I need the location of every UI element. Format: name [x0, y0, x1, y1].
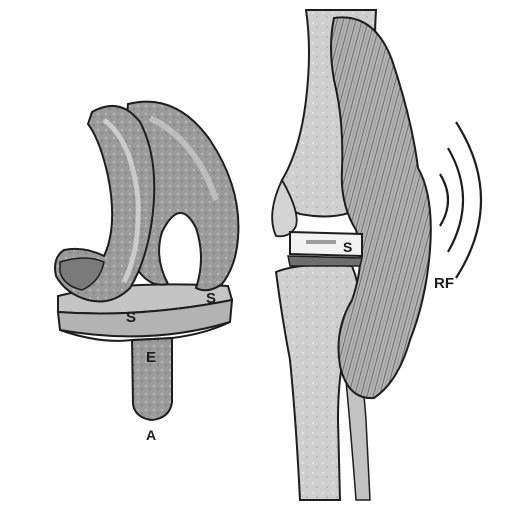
- label-implant-spacer-front: S: [126, 309, 136, 326]
- label-knee-spacer: S: [343, 239, 352, 255]
- prosthesis-implant: S S E A: [55, 102, 238, 443]
- knee-anatomy: S RF: [272, 10, 481, 500]
- label-implant-caption: A: [146, 427, 156, 443]
- label-implant-spacer-side: S: [206, 290, 216, 307]
- label-radiofrequency: RF: [434, 275, 454, 292]
- knee-muscle: [331, 17, 431, 398]
- radiofrequency-waves-icon: [440, 122, 481, 278]
- label-implant-stem: E: [146, 349, 156, 366]
